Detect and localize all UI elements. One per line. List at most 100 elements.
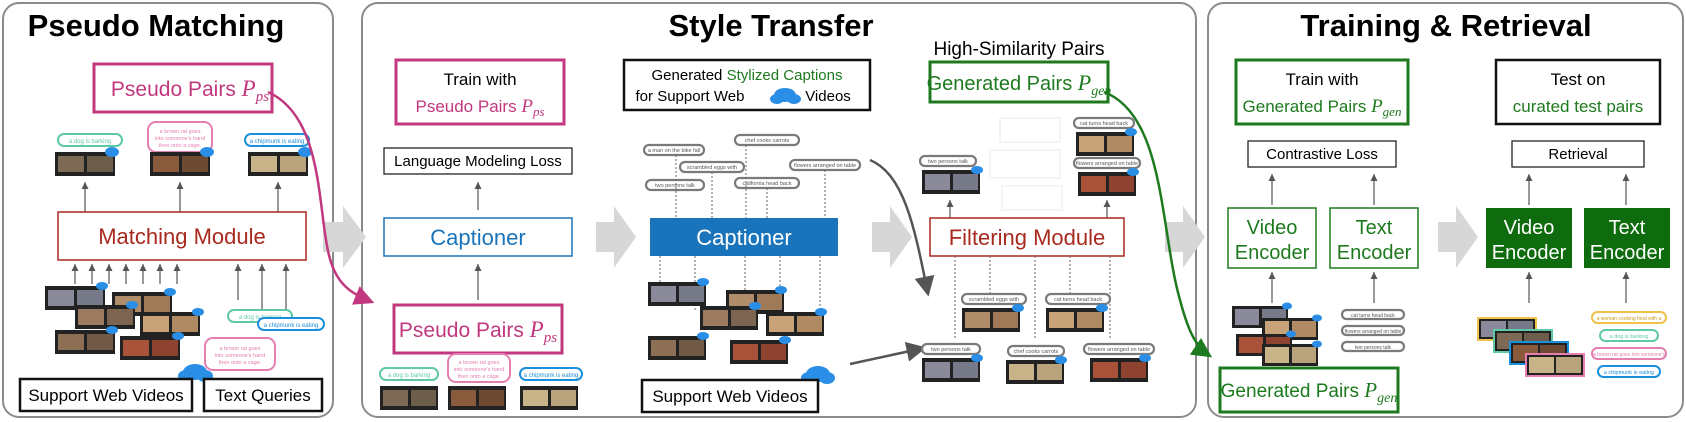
pseudo-pairs-label: Pseudo Pairs Pps <box>399 317 557 346</box>
filtering-module-label: Filtering Module <box>949 225 1106 250</box>
film-strip-icon <box>962 308 1104 332</box>
generated-pairs-label: Generated Pairs Pgen <box>1221 378 1398 406</box>
film-strip-icon <box>55 152 115 176</box>
pseudo-pairs-box <box>392 303 564 355</box>
captioner-label: Captioner <box>430 225 525 250</box>
stylized-caption: scrambled eggs with <box>687 165 737 171</box>
train-with-generated-box <box>1234 58 1410 126</box>
train-with-generated-label: Generated Pairs Pgen <box>1243 96 1402 119</box>
support-video-stack <box>648 282 824 364</box>
train-with-pseudo-box <box>394 58 566 126</box>
support-web-videos-box <box>640 378 820 414</box>
chevron-arrow-icon <box>872 206 912 268</box>
training-caption: two persons talk <box>1355 345 1392 351</box>
filtering-module-box <box>929 217 1125 257</box>
retrieval-label: Retrieval <box>1548 146 1607 163</box>
matching-module-box <box>57 211 307 261</box>
training-caption: cat turns head back <box>1351 313 1395 319</box>
matching-module-label: Matching Module <box>98 224 266 249</box>
test-video-stack <box>1477 317 1585 377</box>
video-encoder-frozen-box <box>1486 208 1572 268</box>
train-with-pseudo-label: Pseudo Pairs Pps <box>415 96 544 119</box>
text-encoder-label: Text <box>1356 217 1393 239</box>
contrastive-loss-box <box>1247 140 1397 168</box>
svg-text:then onto a cage.: then onto a cage. <box>159 143 202 149</box>
support-web-videos-box <box>18 377 194 413</box>
high-similarity-pairs-label: High-Similarity Pairs <box>933 39 1104 60</box>
caption-bubble: a dog is barking <box>388 373 430 379</box>
stylized-caption: a man on the bike fall <box>648 148 700 154</box>
stylized-caption: flowers arranged on table <box>794 163 856 169</box>
video-encoder-label: Video <box>1504 217 1555 239</box>
film-strip-icon <box>380 386 578 410</box>
panel-title: Style Transfer <box>668 8 873 43</box>
filtered-caption: chef cooks carrots <box>1014 349 1059 355</box>
text-encoder-box <box>1329 207 1419 269</box>
test-caption: a brown rat goes into someone's <box>1593 352 1666 358</box>
curated-test-pairs-label: curated test pairs <box>1513 97 1643 116</box>
curved-arrow-icon <box>869 158 935 297</box>
test-on-box <box>1494 58 1662 126</box>
filtered-caption: flowers arranged on table <box>1088 347 1150 353</box>
panel-style-transfer <box>361 2 1197 418</box>
film-strip-icon <box>922 132 1136 196</box>
curved-arrow-icon <box>267 90 375 305</box>
filtered-caption: scrambled eggs with <box>969 297 1019 303</box>
query-caption: a dog is barking <box>239 315 281 321</box>
cloud-icon <box>697 278 835 384</box>
train-with-label: Train with <box>443 70 516 89</box>
svg-text:then onto a cage.: then onto a cage. <box>458 374 501 380</box>
filtered-caption: cat turns head back <box>1080 121 1128 127</box>
test-on-label: Test on <box>1551 70 1606 89</box>
filtered-caption: flowers arranged on table <box>1076 161 1138 167</box>
generated-pairs-label: Generated Pairs Pgen <box>927 70 1112 99</box>
caption-bubble: a brown rat goes <box>160 129 201 135</box>
generated-stylized-videos-label: Videos <box>805 88 851 105</box>
svg-text:into someone's hand: into someone's hand <box>454 367 505 373</box>
text-encoder-label: Text <box>1609 217 1646 239</box>
chevron-arrows <box>323 206 1478 268</box>
film-strip-icon <box>248 152 308 176</box>
text-queries-label: Text Queries <box>215 386 310 405</box>
caption-bubble: a brown rat goes <box>459 360 500 366</box>
query-caption: a brown rat goes <box>220 346 261 352</box>
support-video-stack <box>45 286 200 360</box>
chevron-arrow-icon <box>323 206 366 268</box>
training-caption: flowers arranged on table <box>1345 329 1402 335</box>
stylized-caption: chef cooks carrots <box>745 138 790 144</box>
training-video-stack <box>1232 306 1318 366</box>
panel-title: Pseudo Matching <box>28 8 285 43</box>
captioner-filled-box <box>650 218 838 256</box>
captioner-box <box>383 217 573 257</box>
svg-text:then onto a cage.: then onto a cage. <box>219 360 262 366</box>
faded-film-strips <box>989 117 1063 211</box>
support-web-videos-label: Support Web Videos <box>652 387 807 406</box>
film-strip-icon <box>150 152 210 176</box>
chevron-arrow-icon <box>1165 206 1205 268</box>
generated-pairs-box <box>928 60 1110 104</box>
chevron-arrow-icon <box>596 206 636 268</box>
contrastive-loss-label: Contrastive Loss <box>1266 146 1378 163</box>
stylized-caption: two persons talk <box>655 183 695 189</box>
svg-text:Encoder: Encoder <box>1492 242 1567 264</box>
panel-title: Training & Retrieval <box>1300 8 1591 43</box>
generated-stylized-line1: Generated Stylized Captions <box>652 67 843 84</box>
generated-stylized-captions-box <box>622 58 872 112</box>
filtered-caption: two persons talk <box>928 159 968 165</box>
cloud-icon <box>105 147 312 157</box>
panel-pseudo-matching <box>2 2 334 418</box>
caption-bubble: a dog is barking <box>69 139 111 145</box>
train-with-label: Train with <box>1285 70 1358 89</box>
video-encoder-label: Video <box>1247 217 1298 239</box>
filtered-caption: cat turns head back <box>1054 297 1102 303</box>
test-caption: a dog is barking <box>1610 334 1649 340</box>
svg-text:into someone's hand: into someone's hand <box>155 136 206 142</box>
generated-pairs-box <box>1218 366 1400 414</box>
retrieval-box <box>1511 140 1645 168</box>
svg-text:Encoder: Encoder <box>1590 242 1665 264</box>
query-caption: a chipmunk is eating <box>264 323 319 329</box>
svg-text:into someone's hand: into someone's hand <box>215 353 266 359</box>
filtered-caption: two persons talk <box>931 347 971 353</box>
caption-bubble: a chipmunk is eating <box>250 139 305 145</box>
caption-bubble: a chipmunk is eating <box>524 373 579 379</box>
